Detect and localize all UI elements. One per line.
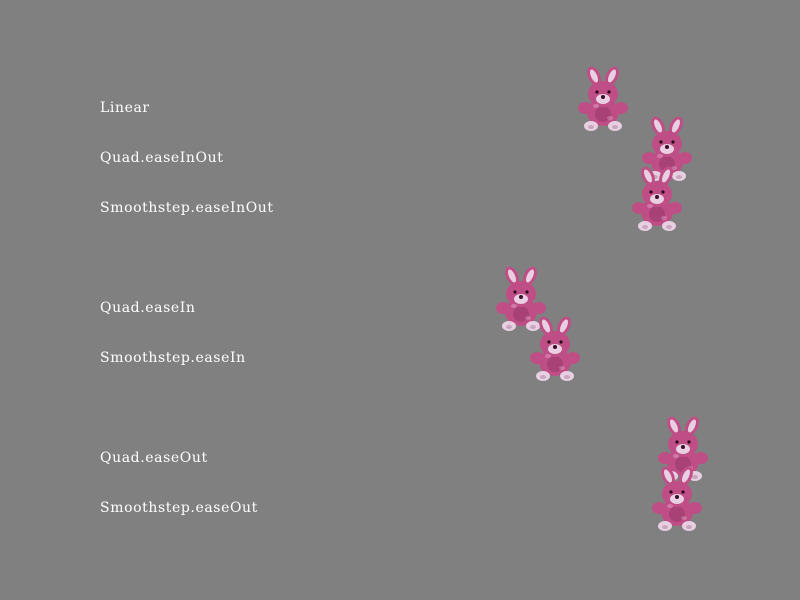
tween-label-quad-easein: Quad.easeIn [100,300,196,316]
bunny-sprite-smoothstep-easein [528,316,584,384]
tween-label-smoothstep-easeinout: Smoothstep.easeInOut [100,200,274,216]
tween-label-smoothstep-easein: Smoothstep.easeIn [100,350,246,366]
bunny-sprite-quad-easein [494,266,550,334]
bunny-sprite-smoothstep-easeout [650,466,706,534]
bunny-sprite-smoothstep-easeinout [630,166,686,234]
tween-label-quad-easeout: Quad.easeOut [100,450,208,466]
tween-label-quad-easeinout: Quad.easeInOut [100,150,224,166]
tween-label-linear: Linear [100,100,150,116]
tween-label-smoothstep-easeout: Smoothstep.easeOut [100,500,258,516]
bunny-sprite-linear [576,66,632,134]
